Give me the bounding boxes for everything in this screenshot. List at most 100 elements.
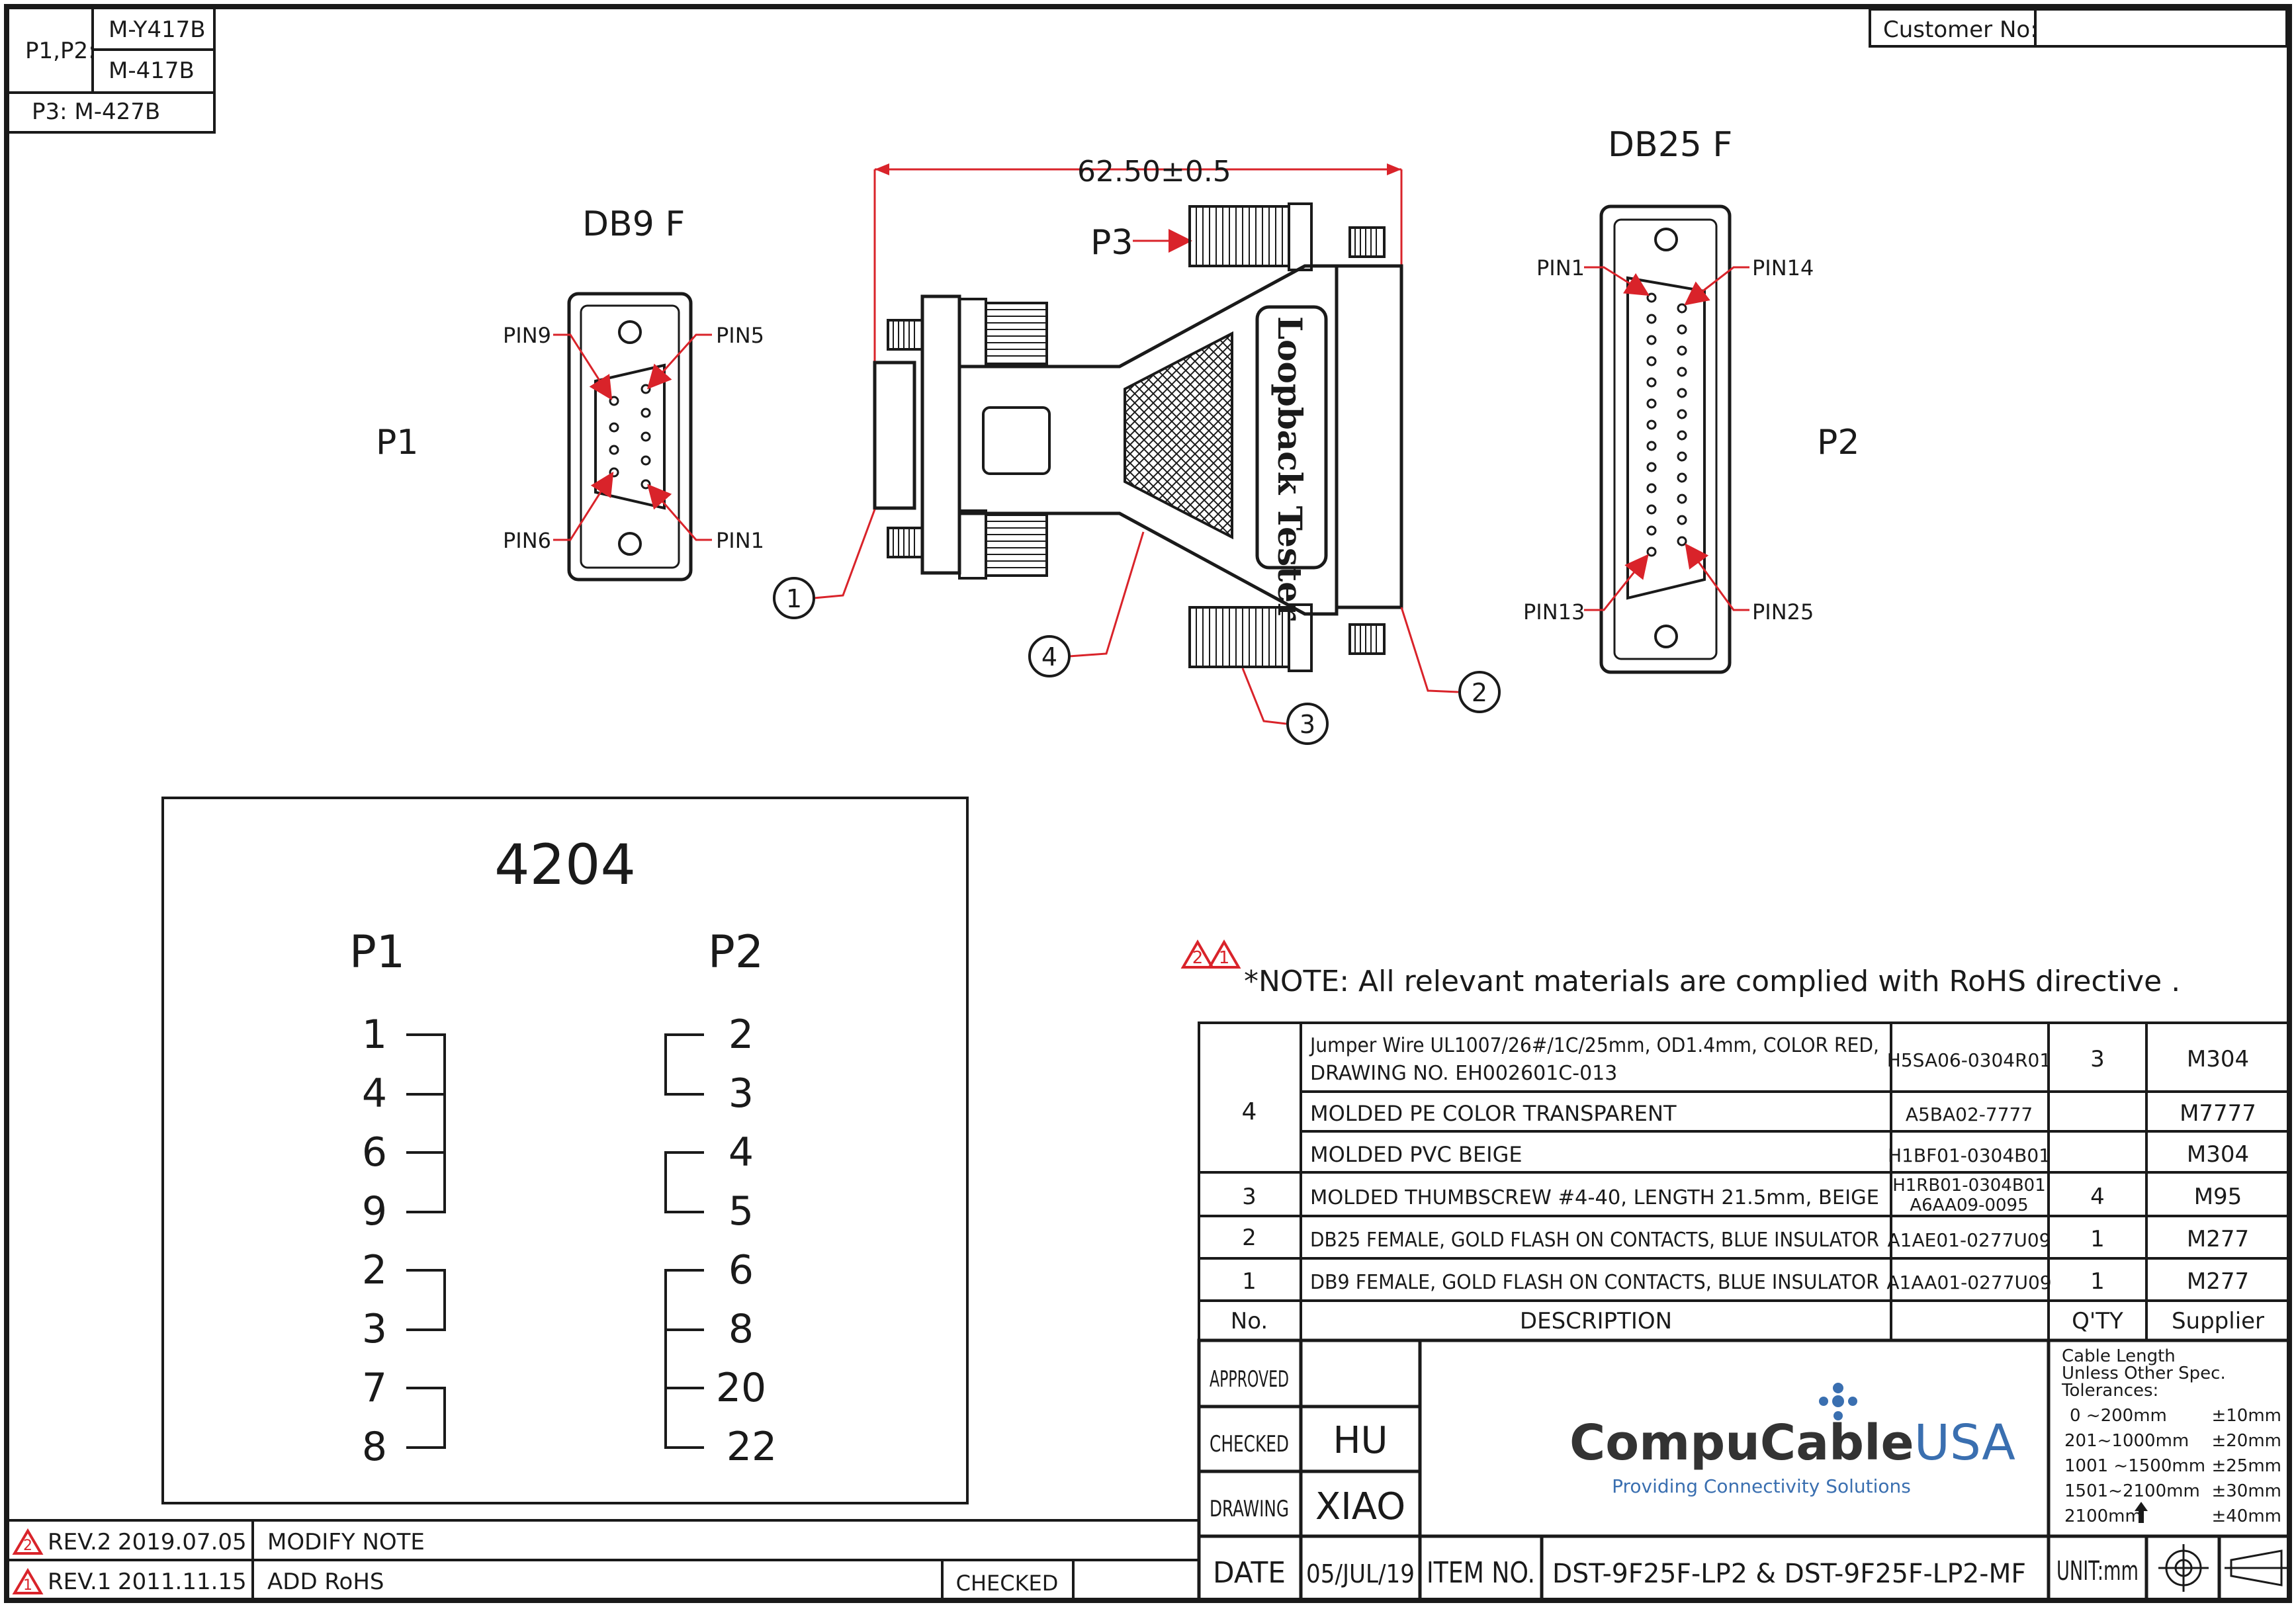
bom-part2: A6AA09-0095 xyxy=(1910,1195,2028,1215)
title-block: APPROVED CHECKED HU DRAWING XIAO DATE 05… xyxy=(1197,1338,2291,1602)
dimension-label: 62.50±0.5 xyxy=(1077,155,1231,189)
rev-checked-label: CHECKED xyxy=(956,1571,1059,1596)
bom-supplier: M277 xyxy=(2187,1268,2249,1295)
bom-supplier: M7777 xyxy=(2180,1100,2256,1127)
rev-label: REV.1 xyxy=(48,1569,111,1595)
db9-pin1-label: PIN1 xyxy=(716,528,764,553)
bom-desc: MOLDED PE COLOR TRANSPARENT xyxy=(1310,1101,1677,1126)
item-label: ITEM NO. xyxy=(1427,1556,1535,1590)
svg-text:2100mm: 2100mm xyxy=(2064,1506,2142,1526)
date-value: 05/JUL/19 xyxy=(1306,1559,1415,1588)
bom-header-qty: Q'TY xyxy=(2072,1308,2123,1334)
db25-pin14-label: PIN14 xyxy=(1752,255,1814,281)
bom-desc: MOLDED PVC BEIGE xyxy=(1310,1142,1523,1167)
p3-label: P3 xyxy=(1090,223,1133,263)
approved-label: APPROVED xyxy=(1210,1366,1289,1393)
bom-qty: 1 xyxy=(2090,1268,2105,1295)
drawing-label: DRAWING xyxy=(1210,1496,1289,1522)
logo-text: CompuCableUSA xyxy=(1569,1414,2015,1471)
logo-tagline: Providing Connectivity Solutions xyxy=(1612,1475,1911,1497)
db25-pin25-label: PIN25 xyxy=(1752,599,1814,625)
db9-pin-holes xyxy=(609,384,651,490)
p2-pin: 2 xyxy=(729,1012,754,1058)
bom-no: 2 xyxy=(1242,1225,1257,1251)
svg-text:±30mm: ±30mm xyxy=(2211,1481,2281,1501)
bom-qty: 3 xyxy=(2090,1046,2105,1072)
svg-text:2: 2 xyxy=(1192,948,1204,968)
customer-no-label: Customer No: xyxy=(1883,17,2038,43)
bom-part: H1RB01-0304B01 xyxy=(1892,1176,2046,1195)
drawing-frame xyxy=(4,4,2292,1603)
db9-title: DB9 F xyxy=(582,204,685,244)
db9-pin9-label: PIN9 xyxy=(503,323,551,348)
part-number-block: P1,P2: M-Y417B M-417B P3: M-427B xyxy=(5,5,216,134)
customer-no-block: Customer No: xyxy=(1869,8,2288,48)
company-logo: CompuCableUSA Providing Connectivity Sol… xyxy=(1569,1383,2015,1497)
svg-text:1: 1 xyxy=(1219,948,1230,968)
drawing-value: XIAO xyxy=(1315,1485,1405,1528)
wiring-p2-header: P2 xyxy=(708,926,764,978)
db25-connector-view: DB25 F P2 PIN1 PIN14 PIN13 PIN25 xyxy=(1523,125,1859,674)
db9-pin6-label: PIN6 xyxy=(503,528,551,553)
p1-pin-list: 1 4 6 9 2 3 7 8 xyxy=(362,1012,387,1470)
bom-supplier: M95 xyxy=(2194,1184,2242,1210)
svg-text:4: 4 xyxy=(1041,642,1057,672)
rev-desc: ADD RoHS xyxy=(267,1569,384,1595)
tolerance-table: Cable Length Unless Other Spec. Toleranc… xyxy=(2061,1346,2281,1526)
bom-desc: DB9 FEMALE, GOLD FLASH ON CONTACTS, BLUE… xyxy=(1310,1271,1879,1294)
p1-pin: 7 xyxy=(362,1365,387,1411)
bom-supplier: M277 xyxy=(2187,1226,2249,1252)
p2-pin: 20 xyxy=(716,1365,766,1411)
wiring-p1-header: P1 xyxy=(349,926,405,978)
rev-date: 2011.11.15 xyxy=(118,1569,247,1595)
svg-text:±20mm: ±20mm xyxy=(2211,1431,2281,1451)
logo-dots-icon xyxy=(1819,1383,1857,1420)
db25-pin13-label: PIN13 xyxy=(1523,599,1585,625)
bom-part: A1AE01-0277U09 xyxy=(1888,1229,2051,1251)
svg-text:2: 2 xyxy=(1472,678,1487,707)
checked-value: HU xyxy=(1333,1419,1388,1462)
svg-text:Unless Other Spec.: Unless Other Spec. xyxy=(2062,1364,2226,1383)
svg-text:201~1000mm: 201~1000mm xyxy=(2064,1431,2189,1451)
rohs-note: 2 1 *NOTE: All relevant materials are co… xyxy=(1180,939,2180,998)
p2-pin: 22 xyxy=(727,1424,777,1470)
p2-pin: 6 xyxy=(729,1247,754,1293)
callout-1: 1 xyxy=(773,509,876,619)
p2-pin: 3 xyxy=(729,1070,754,1117)
bom-no: 4 xyxy=(1242,1098,1257,1125)
db25-pin-holes xyxy=(1646,292,1687,557)
bom-qty: 1 xyxy=(2090,1226,2105,1252)
bom-part: H1BF01-0304B01 xyxy=(1888,1145,2051,1166)
rev-date: 2019.07.05 xyxy=(118,1529,247,1555)
unit-label: UNIT:mm xyxy=(2056,1556,2139,1586)
svg-text:Tolerances:: Tolerances: xyxy=(2061,1381,2158,1401)
svg-text:0 ~200mm: 0 ~200mm xyxy=(2070,1406,2167,1426)
svg-text:1: 1 xyxy=(23,1577,32,1594)
revision-row: 2 REV.2 2019.07.05 MODIFY NOTE xyxy=(12,1528,425,1555)
p1-pin: 2 xyxy=(362,1247,387,1293)
p12-part-a: M-Y417B xyxy=(109,17,206,43)
p2-label: P2 xyxy=(1817,423,1859,462)
svg-text:1501~2100mm: 1501~2100mm xyxy=(2064,1481,2200,1501)
bom-supplier: M304 xyxy=(2187,1046,2249,1072)
projection-symbol-icon xyxy=(2158,1544,2287,1592)
p12-part-b: M-417B xyxy=(109,58,195,84)
db9-connector-view: DB9 F P1 PIN9 PIN5 PIN6 PIN1 xyxy=(376,204,764,582)
p1-pin: 3 xyxy=(362,1306,387,1352)
bom-no: 1 xyxy=(1242,1268,1257,1295)
svg-text:2: 2 xyxy=(23,1538,32,1554)
svg-text:±25mm: ±25mm xyxy=(2211,1456,2281,1476)
bom-supplier: M304 xyxy=(2187,1141,2249,1168)
p2-pin: 8 xyxy=(729,1306,754,1352)
bom-no: 3 xyxy=(1242,1184,1257,1210)
checked-label: CHECKED xyxy=(1210,1431,1289,1457)
wiring-diagram: 4204 P1 P2 1 4 6 9 2 3 7 8 2 3 4 5 6 8 2… xyxy=(161,797,969,1504)
bom-desc: DB25 FEMALE, GOLD FLASH ON CONTACTS, BLU… xyxy=(1310,1229,1879,1252)
callout-4: 4 xyxy=(1028,531,1145,677)
bom-part: A5BA02-7777 xyxy=(1906,1104,2033,1125)
db9-pin-leaders xyxy=(553,333,712,541)
bom-table: 4 Jumper Wire UL1007/26#/1C/25mm, OD1.4m… xyxy=(1198,1021,2291,1342)
bom-qty: 4 xyxy=(2090,1184,2105,1210)
item-value: DST-9F25F-LP2 & DST-9F25F-LP2-MF xyxy=(1552,1559,2026,1589)
